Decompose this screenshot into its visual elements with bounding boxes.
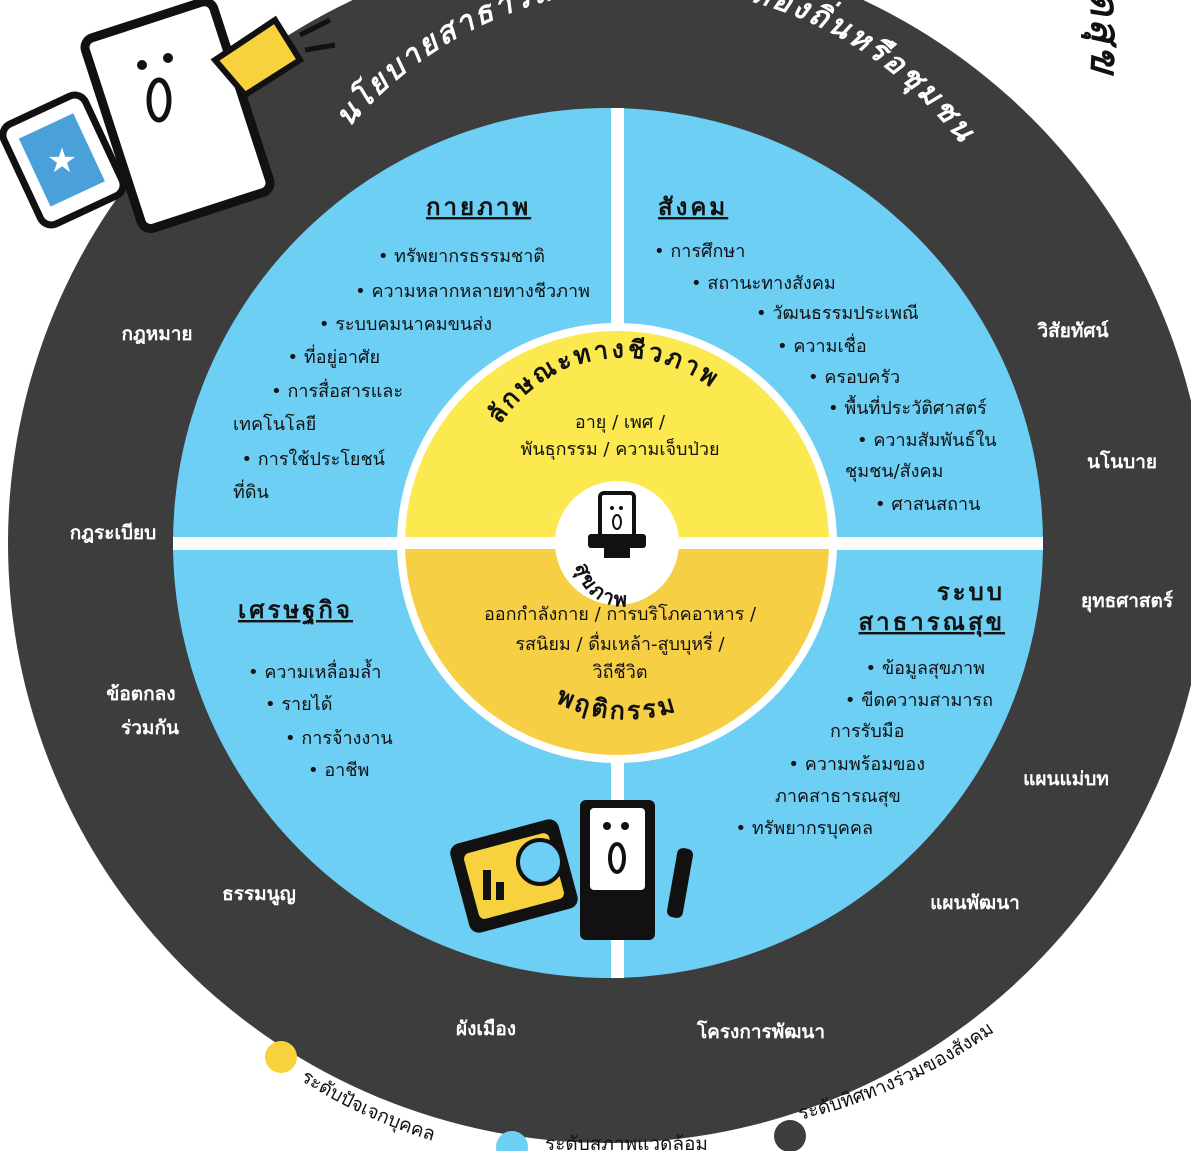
list-item: ที่ดิน [233, 479, 269, 503]
ring-word: ยุทธศาสตร์ [1081, 590, 1174, 613]
list-item: • อาชีพ [308, 760, 369, 781]
ring-word: กฎหมาย [121, 323, 192, 345]
list-item: • การสื่อสารและ [271, 378, 403, 402]
public-health-items: • ข้อมูลสุขภาพ • ขีดความสามารถ การรับมือ… [736, 658, 994, 839]
list-item: • การศึกษา [654, 241, 745, 262]
core-bottom-half [405, 543, 829, 755]
list-item: • ทรัพยากรบุคคล [736, 818, 874, 839]
list-item: • พื้นที่ประวัติศาสตร์ [828, 395, 987, 419]
ring-word: แผนพัฒนา [930, 892, 1020, 914]
ring-word: โครงการพัฒนา [696, 1020, 825, 1043]
list-item: • สถานะทางสังคม [691, 273, 836, 294]
ring-word: นโนบาย [1087, 450, 1157, 473]
ring-word: วิสัยทัศน์ [1037, 320, 1109, 342]
presenter-mascot-icon [580, 800, 655, 940]
list-item: • ข้อมูลสุขภาพ [866, 658, 985, 679]
pen-icon [666, 848, 694, 918]
svg-text:★: ★ [47, 141, 77, 181]
chart-board-icon [450, 819, 578, 933]
ring-word: ข้อตกลง [106, 683, 175, 705]
list-item: • ทรัพยากรธรรมชาติ [378, 246, 545, 267]
ring-words-left: กฎหมาย กฎระเบียบ ข้อตกลง ร่วมกัน ธรรมนูญ… [70, 323, 516, 1040]
physical-heading: กายภาพ [426, 193, 531, 221]
economic-items: • ความเหลื่อมล้ำ • รายได้ • การจ้างงาน •… [248, 659, 393, 781]
list-item: • ครอบครัว [808, 367, 900, 388]
legend-dot-yellow [265, 1041, 297, 1073]
list-item: • ความเหลื่อมล้ำ [248, 659, 381, 683]
list-item: • ศาสนสถาน [875, 494, 980, 515]
behavior-line2: รสนิยม / ดื่มเหล้า-สูบบุหรี่ / [515, 631, 725, 655]
core-top-half [405, 331, 829, 543]
ring-word: ร่วมกัน [121, 717, 179, 739]
list-item: ภาคสาธารณสุข [775, 786, 901, 807]
list-item: • ความสัมพันธ์ใน [857, 429, 997, 451]
ring-word: ผังเมือง [456, 1018, 516, 1040]
list-item: • การจ้างงาน [285, 728, 393, 749]
list-item: • ความพร้อมของ [788, 754, 925, 775]
physical-items: • ทรัพยากรธรรมชาติ • ความหลากหลายทางชีวภ… [233, 246, 590, 503]
social-heading: สังคม [658, 193, 728, 221]
list-item: การรับมือ [830, 721, 904, 742]
social-items: • การศึกษา • สถานะทางสังคม • วัฒนธรรมประ… [654, 241, 997, 515]
list-item: ชุมชน/สังคม [845, 461, 943, 482]
ring-word: กฎระเบียบ [70, 522, 156, 544]
biological-line2: พันธุกรรม / ความเจ็บป่วย [520, 437, 719, 460]
ring-word: ธรรมนูญ [222, 883, 296, 906]
ring-words-right: วิสัยทัศน์ นโนบาย ยุทธศาสตร์ แผนแม่บท แผ… [696, 320, 1174, 1043]
public-health-heading-1: ระบบ [937, 578, 1005, 606]
biological-line1: อายุ / เพศ / [575, 412, 666, 433]
list-item: • การใช้ประโยชน์ [241, 448, 385, 470]
list-item: • รายได้ [265, 693, 332, 715]
list-item: เทคโนโลยี [233, 413, 316, 435]
public-health-heading-2: สาธารณสุข [859, 608, 1005, 638]
phone-mascot-icon [588, 491, 646, 558]
clipboard-star-icon: ★ [0, 91, 127, 229]
economic-heading: เศรษฐกิจ [238, 596, 353, 626]
behavior-line1: ออกกำลังกาย / การบริโภคอาหาร / [484, 603, 757, 625]
behavior-line3: วิถีชีวิต [592, 662, 647, 683]
legend-dot-dark [774, 1120, 806, 1151]
list-item: • ขีดความสามารถ [845, 690, 993, 711]
megaphone-mascot-icon [80, 0, 336, 234]
legend-dot-blue [496, 1131, 528, 1151]
list-item: • ระบบคมนาคมขนส่ง [319, 314, 492, 335]
ring-word: แผนแม่บท [1023, 768, 1109, 790]
legend-environment: ระดับสภาพแวดล้อม [545, 1133, 708, 1151]
list-item: • ความเชื่อ [777, 333, 867, 357]
list-item: • ที่อยู่อาศัย [288, 344, 380, 368]
list-item: • ความหลากหลายทางชีวภาพ [355, 281, 590, 302]
list-item: • วัฒนธรรมประเพณี [756, 303, 919, 324]
